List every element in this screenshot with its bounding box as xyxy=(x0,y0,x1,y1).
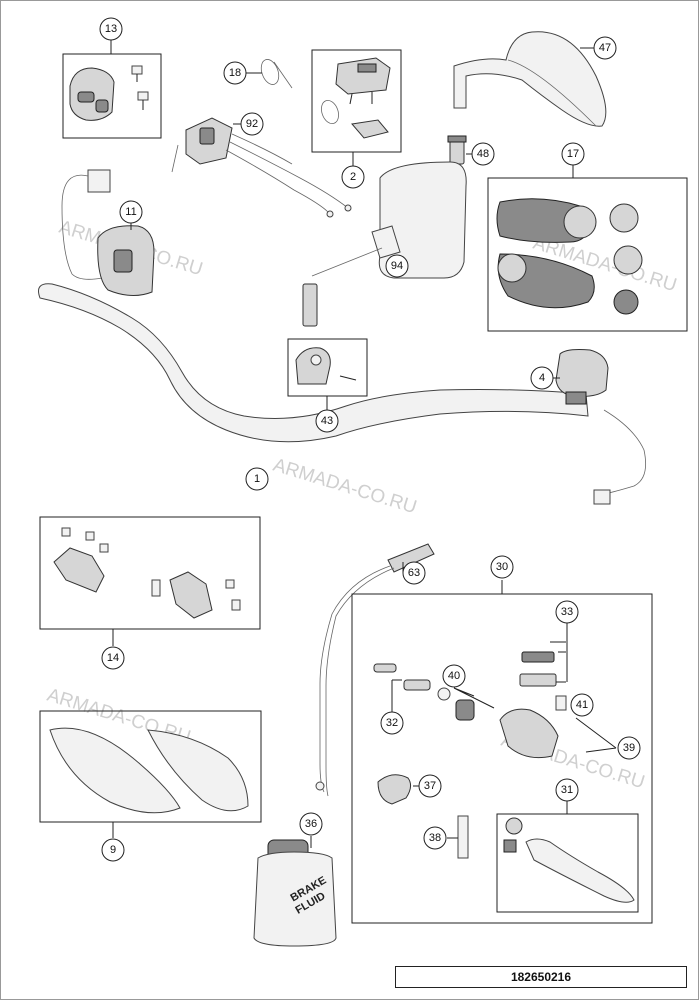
callout-30: 30 xyxy=(490,555,514,579)
callout-13: 13 xyxy=(99,17,123,41)
part-92-throttle-cables xyxy=(171,117,352,218)
callout-37: 37 xyxy=(418,774,442,798)
part-48-nut xyxy=(447,135,467,165)
part-4-switch xyxy=(555,349,647,505)
box-9 xyxy=(39,710,262,823)
part-2-housing xyxy=(321,57,391,139)
svg-text:32: 32 xyxy=(386,717,398,729)
callout-9: 9 xyxy=(101,838,125,862)
callout-48: 48 xyxy=(471,142,495,166)
callout-94: 94 xyxy=(385,254,409,278)
svg-text:41: 41 xyxy=(576,699,588,711)
part-47-mirror xyxy=(453,31,607,127)
svg-text:2: 2 xyxy=(350,171,356,183)
svg-text:37: 37 xyxy=(424,780,436,792)
callout-32: 32 xyxy=(380,711,404,735)
part-94-mirror xyxy=(302,161,467,327)
callout-2: 2 xyxy=(341,165,365,189)
svg-text:11: 11 xyxy=(125,206,136,218)
svg-text:40: 40 xyxy=(448,670,460,682)
box-17 xyxy=(487,177,688,332)
callout-39: 39 xyxy=(617,736,641,760)
callout-92: 92 xyxy=(240,112,264,136)
callout-11: 11 xyxy=(119,200,143,224)
part-13-switch xyxy=(69,65,149,121)
callout-14: 14 xyxy=(101,646,125,670)
svg-text:17: 17 xyxy=(567,148,579,160)
callout-1: 1 xyxy=(245,467,269,491)
callout-63: 63 xyxy=(402,561,426,585)
box-14 xyxy=(39,516,261,630)
part-36-brake-fluid xyxy=(253,839,337,947)
callout-33: 33 xyxy=(555,600,579,624)
callout-43: 43 xyxy=(315,409,339,433)
part-63-hose xyxy=(315,543,435,797)
svg-text:94: 94 xyxy=(391,260,403,272)
box-13 xyxy=(62,53,162,139)
box-30 xyxy=(351,593,653,924)
svg-text:43: 43 xyxy=(321,415,333,427)
svg-text:31: 31 xyxy=(561,784,573,796)
svg-text:36: 36 xyxy=(305,818,317,830)
callout-18: 18 xyxy=(223,61,247,85)
callout-4: 4 xyxy=(530,366,554,390)
svg-text:4: 4 xyxy=(539,372,545,384)
part-11-switch xyxy=(61,169,155,296)
svg-text:48: 48 xyxy=(477,148,489,160)
svg-text:63: 63 xyxy=(408,567,420,579)
svg-text:18: 18 xyxy=(229,67,241,79)
part-9-handguards xyxy=(49,727,249,814)
part-37-cover xyxy=(377,774,412,805)
callout-38: 38 xyxy=(423,826,447,850)
callout-17: 17 xyxy=(561,142,585,166)
svg-text:39: 39 xyxy=(623,742,635,754)
diagram-code-label: 182650216 xyxy=(395,966,687,988)
watermark-3: ARMADA-CO.RU xyxy=(271,455,419,519)
svg-text:92: 92 xyxy=(246,118,258,130)
part-43-clamp xyxy=(295,347,357,385)
svg-text:9: 9 xyxy=(110,844,116,856)
box-2 xyxy=(311,49,402,153)
callout-41: 41 xyxy=(570,693,594,717)
part-30-master-cylinder xyxy=(373,651,567,759)
part-18-cable-tie xyxy=(260,59,293,89)
part-38-pin xyxy=(457,815,469,859)
svg-text:14: 14 xyxy=(107,652,119,664)
part-17-grips xyxy=(496,198,643,315)
part-31-lever xyxy=(503,817,635,903)
svg-text:13: 13 xyxy=(105,23,117,35)
svg-text:38: 38 xyxy=(429,832,441,844)
callout-31: 31 xyxy=(555,778,579,802)
callout-36: 36 xyxy=(299,812,323,836)
callout-40: 40 xyxy=(442,664,466,688)
callout-47: 47 xyxy=(593,36,617,60)
svg-text:33: 33 xyxy=(561,606,573,618)
svg-text:1: 1 xyxy=(254,473,260,485)
part-1-handlebar xyxy=(38,283,589,443)
part-14-mounts xyxy=(53,527,241,619)
svg-text:47: 47 xyxy=(599,42,611,54)
svg-text:30: 30 xyxy=(496,561,508,573)
